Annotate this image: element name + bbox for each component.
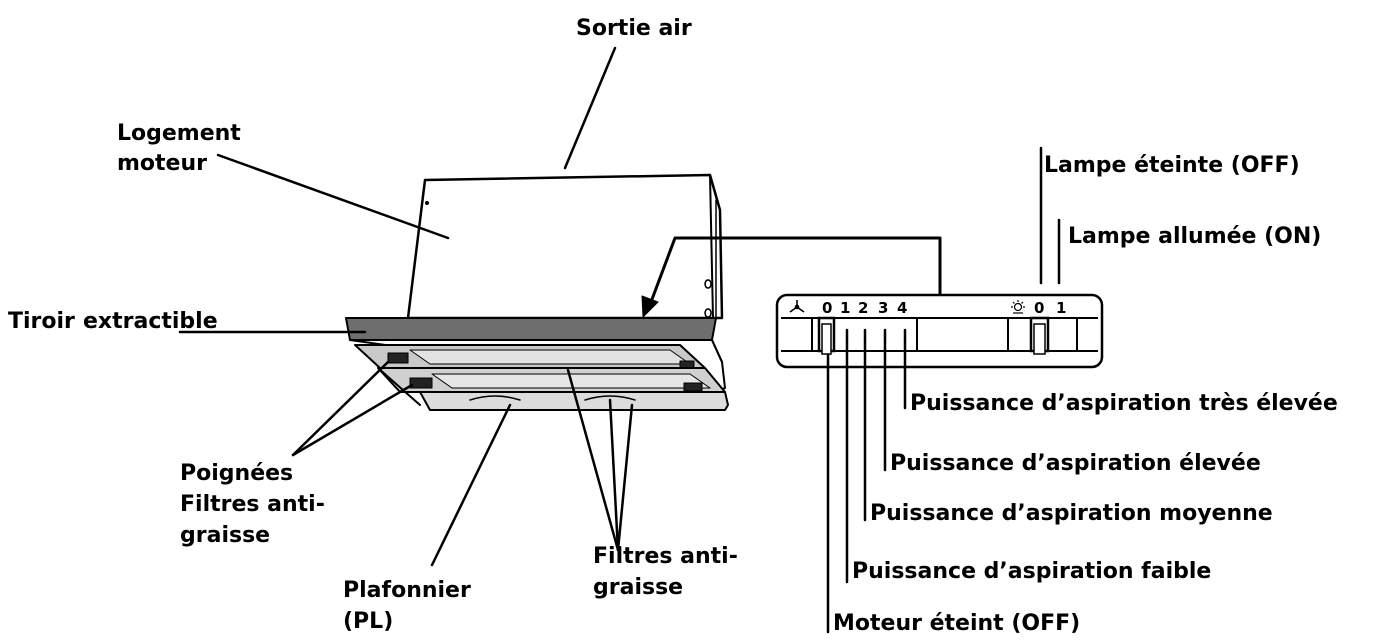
fan-icon [789, 300, 805, 313]
label-filtres-line1: Filtres anti- [593, 544, 738, 569]
label-logement-moteur-line2: moteur [117, 151, 207, 176]
label-puissance-moyenne: Puissance d’aspiration moyenne [870, 501, 1273, 526]
label-filtres-line2: graisse [593, 575, 683, 600]
label-poignees-line3: graisse [180, 523, 270, 548]
label-plafonnier-line1: Plafonnier [343, 578, 471, 603]
motor-housing [406, 173, 724, 320]
label-lampe-off: Lampe éteinte (OFF) [1044, 153, 1300, 178]
label-logement-moteur-line1: Logement [117, 121, 241, 146]
fan-position-1: 1 [840, 299, 850, 317]
label-tiroir: Tiroir [8, 309, 75, 334]
lamp-position-1: 1 [1056, 299, 1066, 317]
label-poignees-line1: Poignées [180, 461, 293, 486]
label-plafonnier-line2: (PL) [343, 609, 393, 634]
label-sortie-air: Sortie air [576, 16, 692, 41]
leader-lines [178, 46, 1061, 634]
control-panel [775, 293, 1104, 369]
drawer-front [345, 317, 717, 341]
lamp-position-0: 0 [1034, 299, 1044, 317]
label-puissance-tres-elevee: Puissance d’aspiration très élevée [910, 391, 1338, 416]
fan-position-0: 0 [822, 299, 832, 317]
label-moteur-off: Moteur éteint (OFF) [833, 611, 1080, 636]
fan-position-3: 3 [878, 299, 888, 317]
label-poignees-line2: Filtres anti- [180, 492, 325, 517]
label-puissance-elevee: Puissance d’aspiration élevée [890, 451, 1261, 476]
fan-position-4: 4 [897, 299, 907, 317]
range-hood [345, 173, 942, 411]
label-puissance-faible: Puissance d’aspiration faible [852, 559, 1211, 584]
label-lampe-on: Lampe allumée (ON) [1068, 224, 1321, 249]
label-extractible: extractible [83, 309, 218, 334]
fan-position-2: 2 [858, 299, 868, 317]
lamp-icon [1011, 300, 1025, 314]
